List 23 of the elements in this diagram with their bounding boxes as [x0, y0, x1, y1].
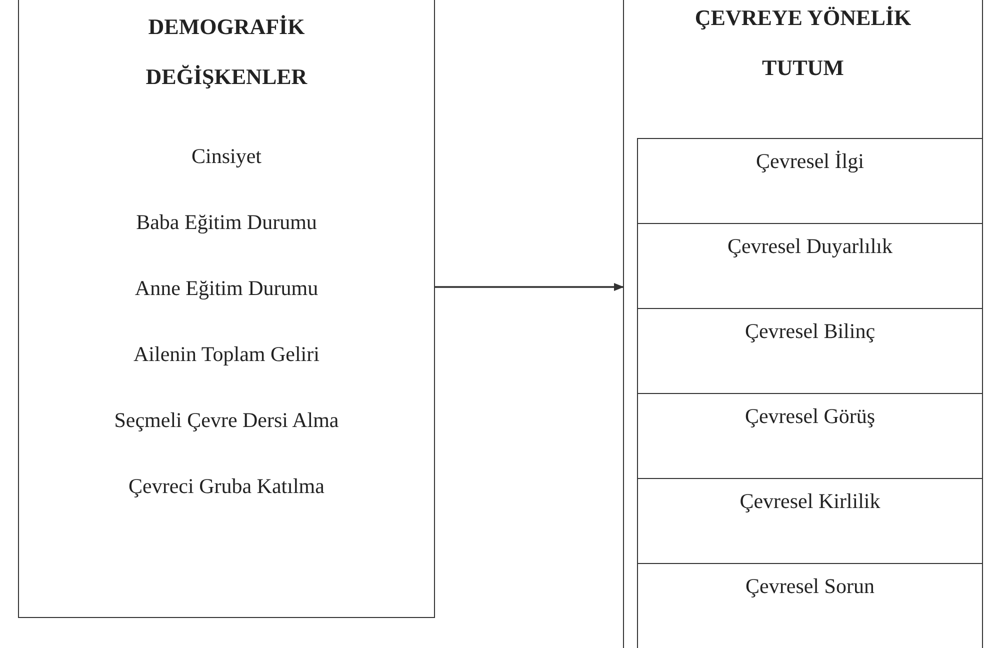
- variable-label: Çevreci Gruba Katılma: [128, 473, 326, 500]
- factor-box: [637, 563, 983, 648]
- group-box: [18, 0, 435, 618]
- group-heading: ÇEVREYE YÖNELİK TUTUM: [694, 4, 912, 82]
- factor-label: Çevresel Sorun: [746, 573, 874, 600]
- factor-box: [637, 223, 983, 310]
- group-box: [623, 0, 983, 648]
- factor-label: Çevresel İlgi: [756, 148, 864, 175]
- factor-box: [637, 308, 983, 394]
- factor-box: [637, 138, 983, 224]
- factor-label: Çevresel Bilinç: [744, 318, 876, 345]
- variable-label: Seçmeli Çevre Dersi Alma: [113, 407, 340, 434]
- factor-label: Çevresel Görüş: [744, 403, 876, 430]
- variable-label: Anne Eğitim Durumu: [134, 275, 320, 302]
- variable-label: Baba Eğitim Durumu: [135, 209, 318, 236]
- factor-box: [637, 393, 983, 480]
- factor-box: [637, 478, 983, 564]
- variable-label: Ailenin Toplam Geliri: [132, 341, 320, 368]
- variable-label: Cinsiyet: [190, 143, 262, 170]
- group-heading: DEMOGRAFİK DEĞİŞKENLER: [144, 13, 308, 91]
- arrow: [435, 283, 624, 291]
- factor-label: Çevresel Duyarlılık: [727, 233, 893, 260]
- factor-label: Çevresel Kirlilik: [740, 488, 880, 515]
